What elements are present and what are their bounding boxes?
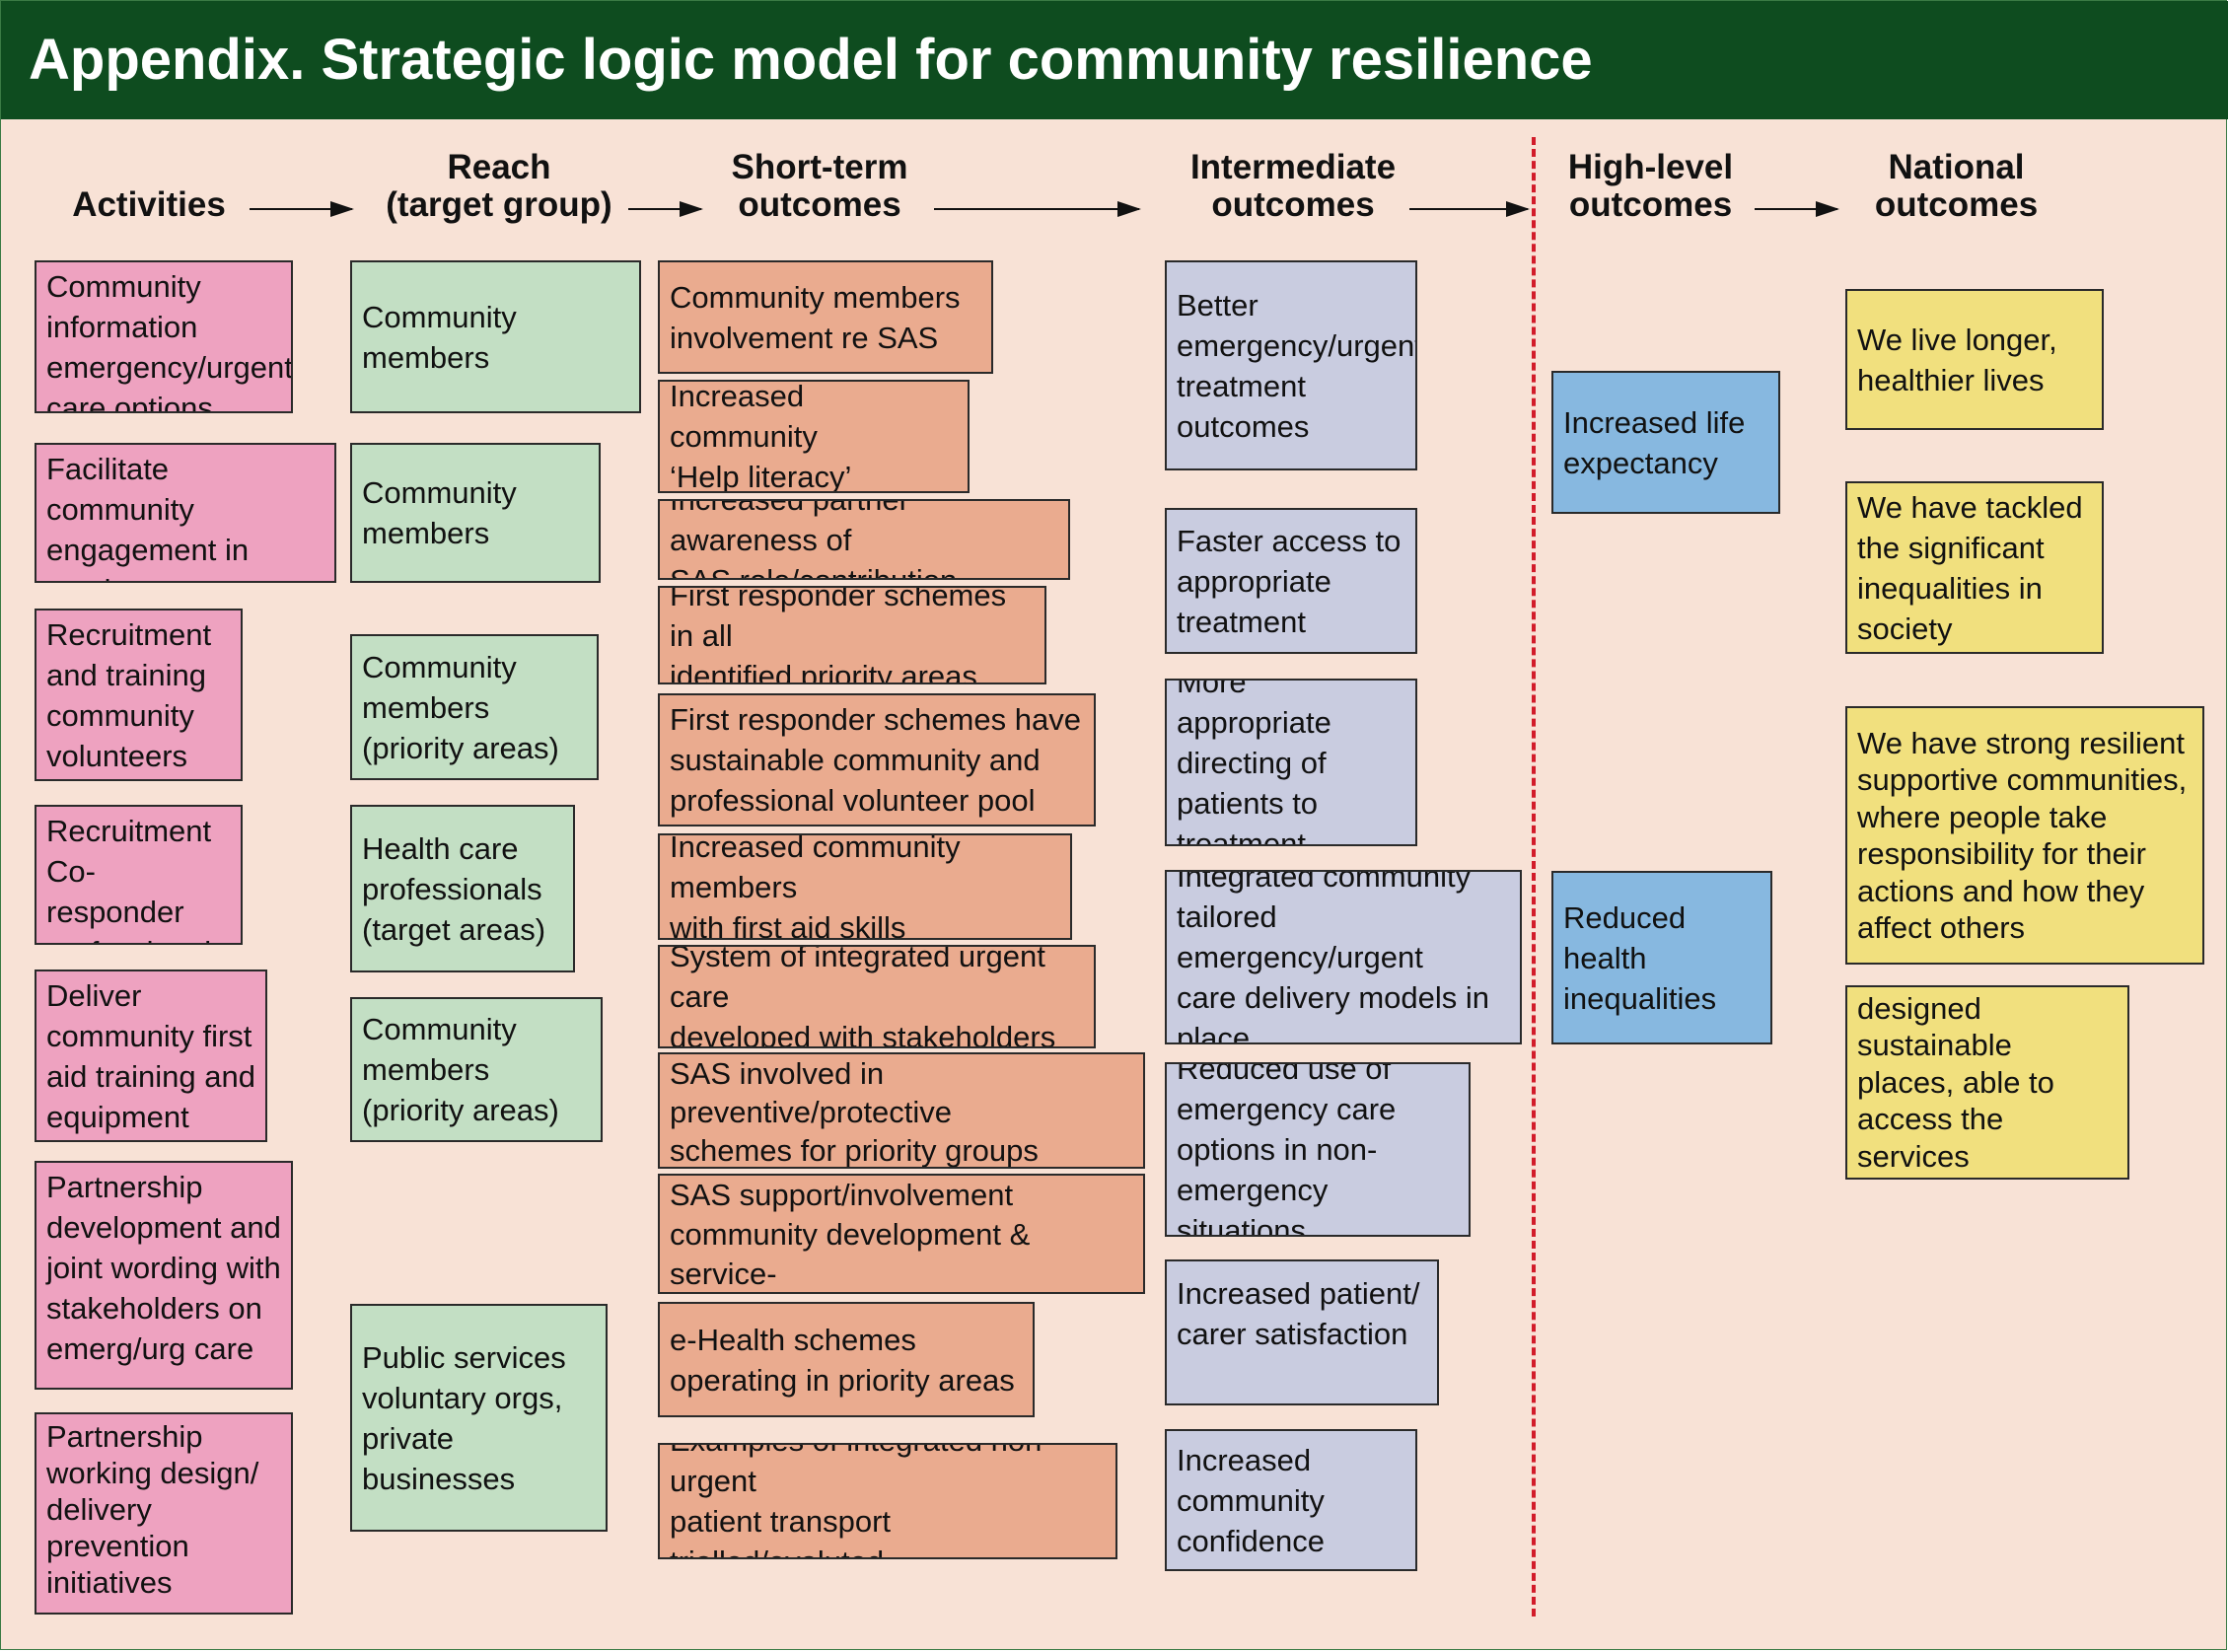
reach-box: Community members (priority areas): [350, 997, 603, 1142]
arrow-short-term-to-intermediate: [934, 201, 1141, 217]
short-term-box: Community members involvement re SAS: [658, 260, 993, 374]
intermediate-box: Increased community confidence: [1165, 1429, 1417, 1571]
intermediate-box: Increased patient/ carer satisfaction: [1165, 1259, 1439, 1405]
dashed-divider: [1532, 137, 1536, 1616]
header-reach: Reach (target group): [386, 148, 612, 224]
arrow-high-level-to-national: [1755, 201, 1839, 217]
short-term-box: Increased community ‘Help literacy’: [658, 380, 970, 493]
reach-box: Community members: [350, 443, 601, 583]
short-term-box: System of integrated urgent care develop…: [658, 945, 1096, 1048]
high-level-box: Increased life expectancy: [1551, 371, 1780, 514]
activity-box: Deliver community first aid training and…: [35, 970, 267, 1142]
activity-box: Partnership development and joint wordin…: [35, 1161, 293, 1390]
reach-box: Public services voluntary orgs, private …: [350, 1304, 608, 1532]
short-term-box: First responder schemes have sustainable…: [658, 693, 1096, 826]
national-box: We have strong resilient supportive comm…: [1845, 706, 2204, 965]
header-short-term: Short-term outcomes: [731, 148, 908, 224]
intermediate-box: Faster access to appropriate treatment: [1165, 508, 1417, 654]
short-term-box: First responder schemes in all identifie…: [658, 586, 1046, 684]
intermediate-box: More appropriate directing of patients t…: [1165, 679, 1417, 846]
reach-box: Community members: [350, 260, 641, 413]
header-activities: Activities: [72, 185, 226, 224]
header-intermediate: Intermediate outcomes: [1189, 148, 1397, 224]
short-term-box: SAS support/involvement community develo…: [658, 1174, 1145, 1294]
header-high-level: High-level outcomes: [1567, 148, 1734, 224]
reach-box: Health care professionals (target areas): [350, 805, 575, 972]
national-box: We have tackled the significant inequali…: [1845, 481, 2104, 654]
activity-box: Facilitate community engagement in servi…: [35, 443, 336, 583]
intermediate-box: Reduced use of emergency care options in…: [1165, 1062, 1471, 1237]
arrow-intermediate-to-high-level: [1409, 201, 1530, 217]
short-term-box: e-Health schemes operating in priority a…: [658, 1302, 1035, 1417]
short-term-box: Examples of integrated non-urgent patien…: [658, 1443, 1117, 1559]
national-box: We live in well- designed sustainable pl…: [1845, 985, 2129, 1180]
intermediate-box: Integrated community tailored emergency/…: [1165, 870, 1522, 1044]
arrow-reach-to-short-term: [628, 201, 703, 217]
activity-box: Recruitment Co-responder professionals: [35, 805, 243, 945]
high-level-box: Reduced health inequalities: [1551, 871, 1772, 1044]
figure-title: Appendix. Strategic logic model for comm…: [1, 1, 2228, 119]
short-term-box: SAS involved in preventive/protective sc…: [658, 1052, 1145, 1169]
activity-box: Community information emergency/urgent c…: [35, 260, 293, 413]
arrow-activities-to-reach: [250, 201, 354, 217]
national-box: We live longer, healthier lives: [1845, 289, 2104, 430]
intermediate-box: Better emergency/urgent treatment outcom…: [1165, 260, 1417, 470]
short-term-box: Increased community members with first a…: [658, 833, 1072, 940]
activity-box: Recruitment and training community volun…: [35, 609, 243, 781]
reach-box: Community members (priority areas): [350, 634, 599, 780]
header-national: National outcomes: [1874, 148, 2039, 224]
activity-box: Partnership working design/ delivery pre…: [35, 1412, 293, 1615]
short-term-box: Increased partner awareness of SAS role/…: [658, 499, 1070, 580]
